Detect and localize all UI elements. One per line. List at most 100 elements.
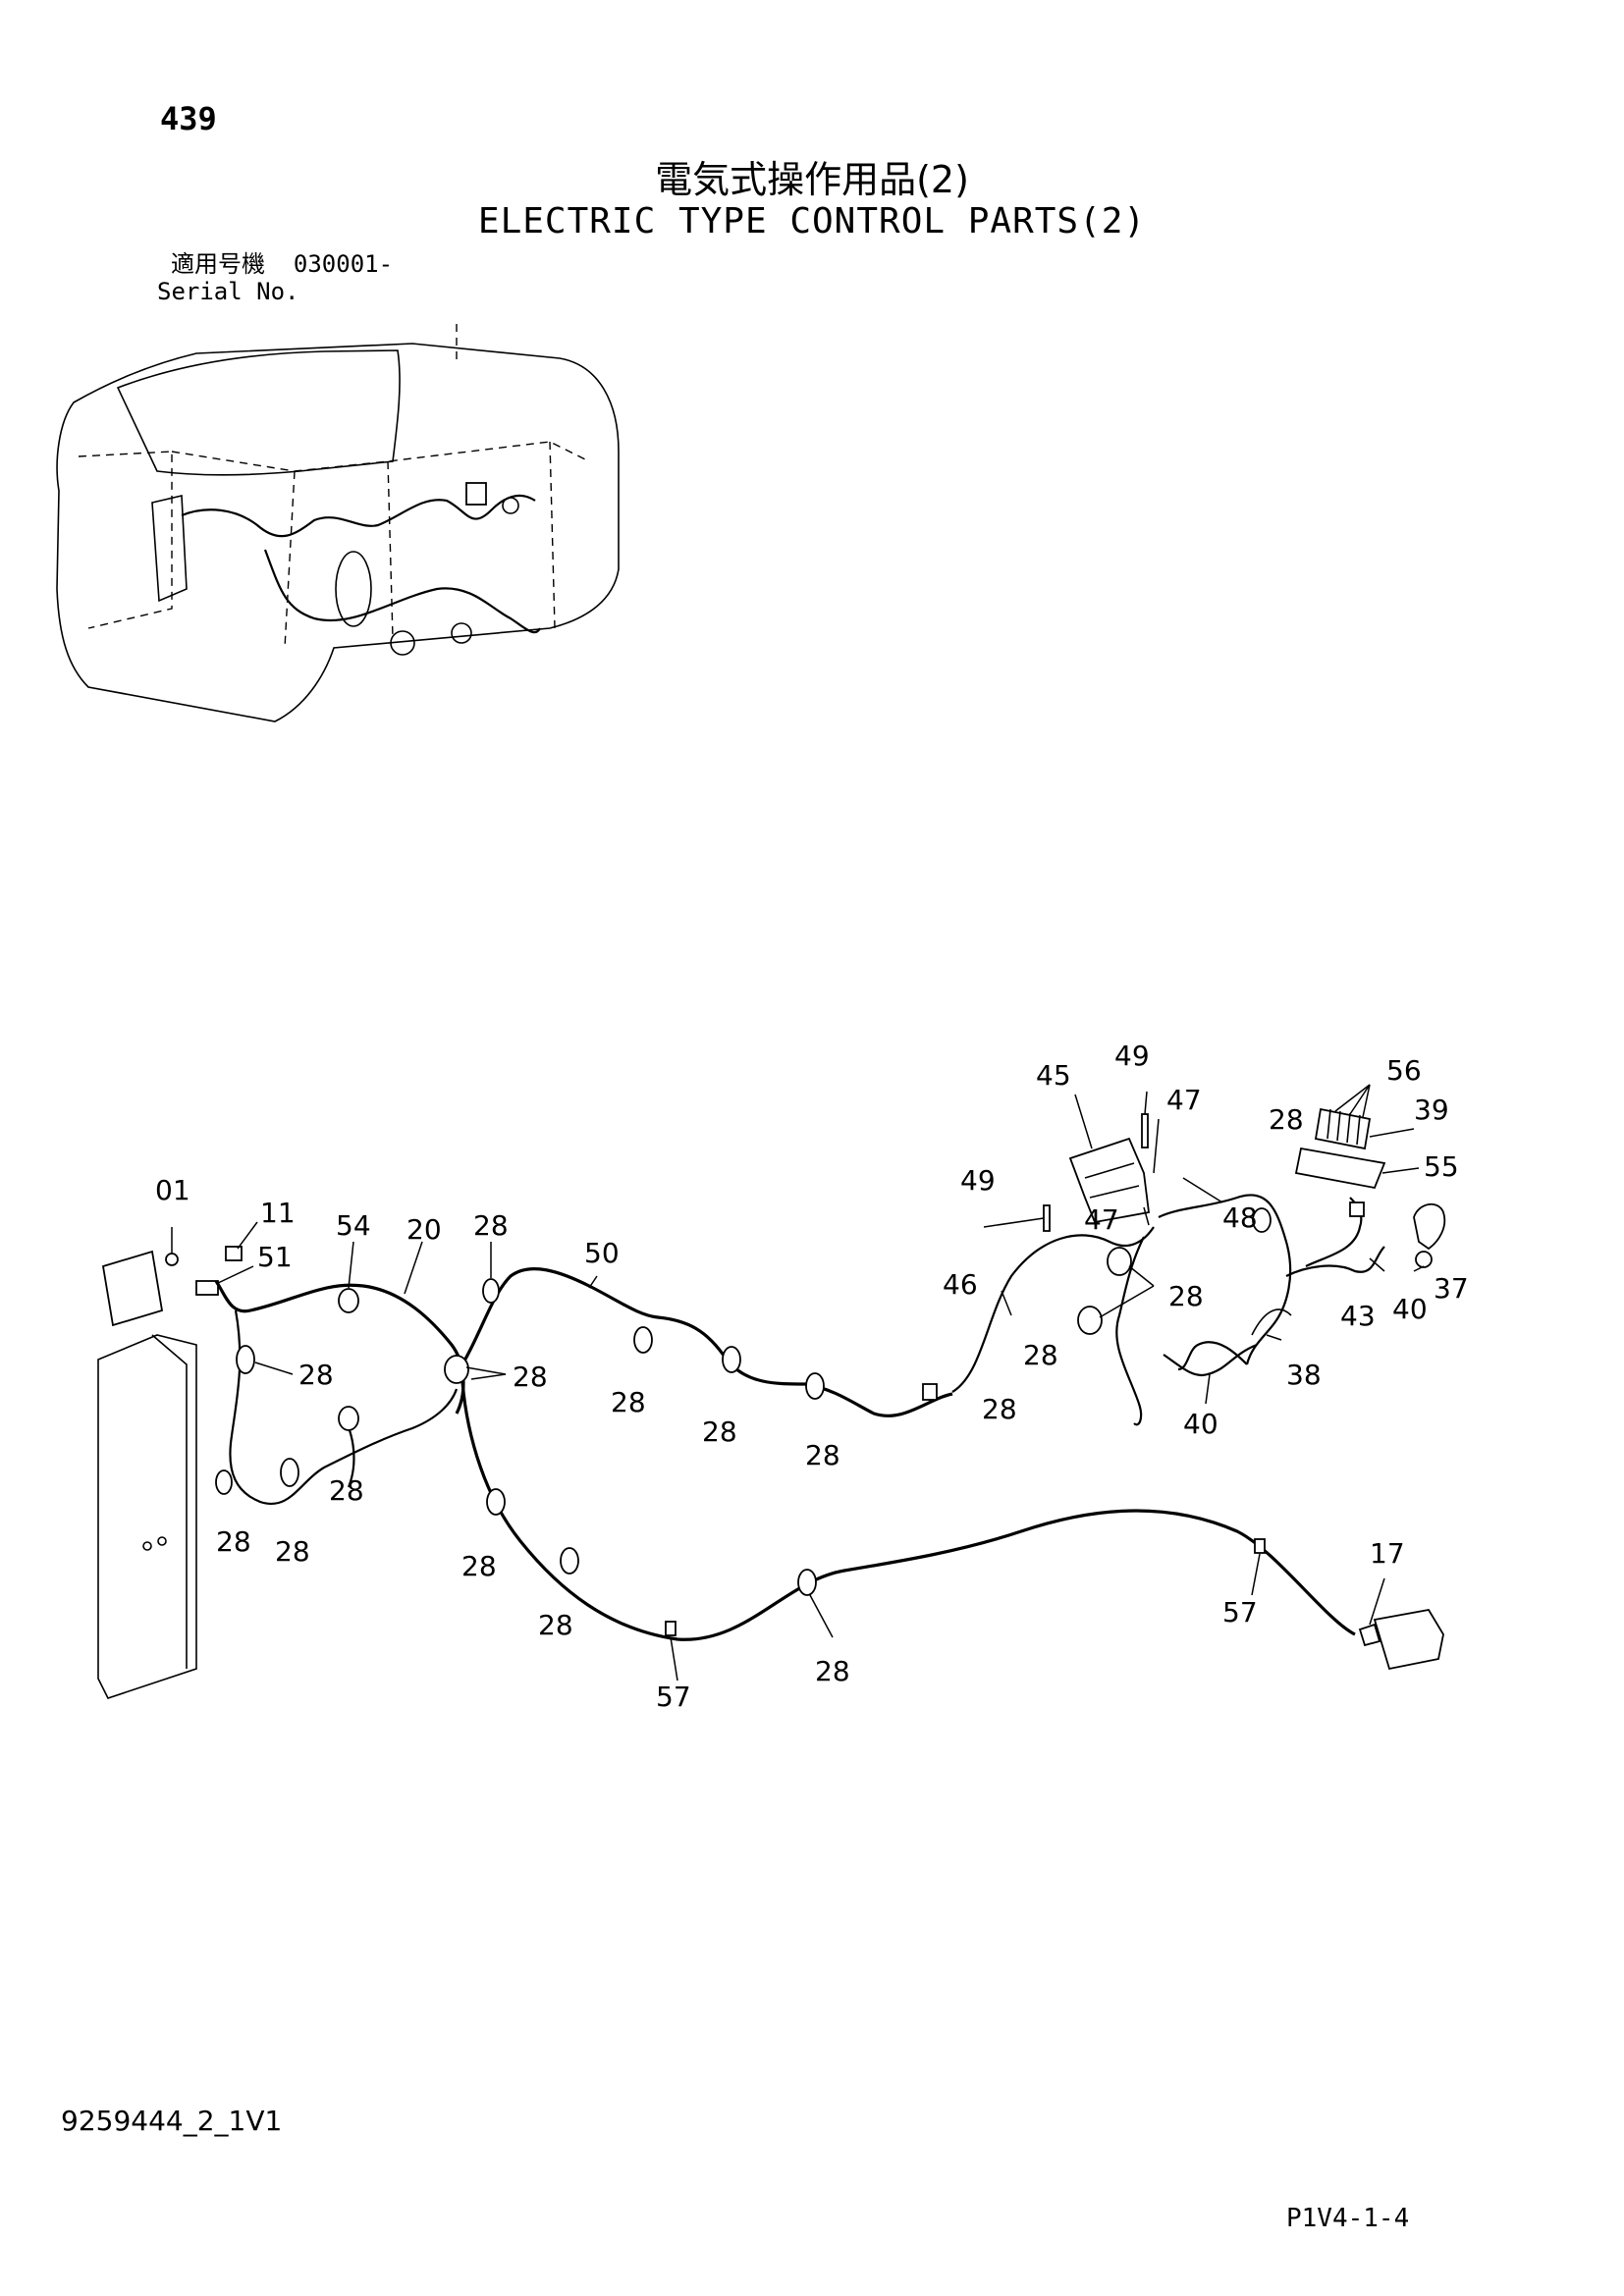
harness-46 <box>951 1226 1155 1393</box>
clamp-28 <box>215 1469 233 1495</box>
callout-40: 40 <box>1392 1293 1428 1325</box>
callout-28: 28 <box>461 1550 497 1582</box>
leader-57 <box>1251 1553 1261 1596</box>
connector-55 <box>1294 1147 1386 1190</box>
callout-39: 39 <box>1414 1094 1449 1126</box>
clamp-28 <box>1252 1207 1272 1233</box>
overview-seat <box>335 551 372 627</box>
callout-28: 28 <box>275 1535 310 1568</box>
serial-value: 030001- <box>293 250 394 278</box>
callout-28: 28 <box>216 1525 251 1558</box>
leader-11 <box>237 1221 258 1250</box>
callout-28: 28 <box>815 1655 850 1687</box>
serial-label-en: Serial No. <box>157 278 299 305</box>
leader-20 <box>404 1241 423 1295</box>
clamp-28 <box>444 1355 469 1384</box>
tie-57 <box>665 1621 677 1636</box>
callout-40: 40 <box>1183 1408 1218 1440</box>
harness-right-drop <box>1115 1236 1145 1426</box>
cab-outline <box>56 343 620 722</box>
leader-57 <box>670 1636 678 1682</box>
overview-harness-top <box>181 494 536 538</box>
harness-38 <box>1177 1341 1248 1371</box>
callout-28: 28 <box>1269 1103 1304 1136</box>
harness-50-connector <box>922 1383 938 1401</box>
leader-54 <box>348 1241 354 1289</box>
leader-49 <box>1144 1091 1148 1115</box>
callout-28: 28 <box>611 1386 646 1418</box>
callout-45: 45 <box>1036 1059 1071 1092</box>
callout-28: 28 <box>298 1359 334 1391</box>
machine-overview <box>56 324 620 722</box>
clamp-28 <box>280 1458 299 1487</box>
side-panel <box>151 495 188 603</box>
callout-28: 28 <box>805 1439 840 1471</box>
bracket-45 <box>1068 1137 1150 1224</box>
joystick-37-base <box>1415 1251 1433 1268</box>
leader-17 <box>1369 1577 1385 1626</box>
terminals-56 <box>1326 1108 1361 1146</box>
leader-56 <box>1362 1084 1371 1118</box>
clamp-28 <box>236 1345 255 1374</box>
harness-left-loop <box>229 1309 459 1505</box>
leader-40 <box>1413 1265 1425 1272</box>
part-11 <box>225 1246 243 1261</box>
leader-28 <box>1099 1285 1155 1318</box>
overview-knob-c <box>502 497 519 514</box>
harness-40 <box>1163 1343 1258 1377</box>
page-title-japanese: 電気式操作用品(2) <box>655 158 969 201</box>
serial-row-jp: 適用号機 030001- <box>157 250 393 278</box>
callout-48: 48 <box>1222 1201 1258 1234</box>
callout-55: 55 <box>1424 1150 1459 1183</box>
leader-28 <box>1128 1265 1155 1287</box>
callout-28: 28 <box>1023 1339 1058 1371</box>
harness-50 <box>455 1267 953 1417</box>
part-01 <box>165 1253 179 1266</box>
cab-roof <box>116 349 401 476</box>
leader-51 <box>215 1265 254 1285</box>
clamp-28 <box>633 1326 653 1354</box>
leader-39 <box>1369 1128 1415 1138</box>
callout-28: 28 <box>513 1361 548 1393</box>
serial-info: 適用号機 030001- Serial No. <box>157 250 393 305</box>
callout-38: 38 <box>1286 1359 1322 1391</box>
overview-knob-b <box>451 622 472 644</box>
callout-11: 11 <box>260 1197 296 1229</box>
part-51-connector <box>195 1280 219 1296</box>
clamp-28 <box>1077 1306 1103 1335</box>
leader-55 <box>1381 1167 1420 1174</box>
callout-20: 20 <box>406 1213 442 1246</box>
leader-47 <box>1143 1206 1150 1226</box>
leader-45 <box>1074 1094 1093 1149</box>
callout-47: 47 <box>1166 1084 1202 1116</box>
serial-label-jp: 適用号機 <box>171 250 265 278</box>
cab-dash-vert <box>284 441 556 649</box>
connector-39 <box>1314 1107 1372 1150</box>
page-reference: P1V4-1-4 <box>1286 2204 1410 2233</box>
clamp-28 <box>486 1488 506 1516</box>
clamp-28 <box>805 1372 825 1400</box>
left-panel-hole-b <box>157 1536 167 1546</box>
page-title-english: ELECTRIC TYPE CONTROL PARTS(2) <box>477 201 1147 241</box>
leader-56 <box>1334 1084 1371 1112</box>
leader-28 <box>254 1362 294 1375</box>
switch-box <box>101 1250 164 1327</box>
leader-43 <box>1369 1257 1385 1272</box>
callout-28: 28 <box>1168 1280 1204 1312</box>
bracket-45-slots <box>1084 1162 1140 1199</box>
callout-49: 49 <box>1114 1040 1150 1072</box>
callout-28: 28 <box>702 1415 737 1448</box>
leader-40 <box>1205 1373 1211 1405</box>
callout-50: 50 <box>584 1237 620 1269</box>
harness-right-upper <box>1158 1194 1292 1365</box>
callout-37: 37 <box>1434 1272 1469 1305</box>
overview-harness-bottom <box>263 549 541 634</box>
harness-57-long <box>460 1363 1356 1641</box>
callout-28: 28 <box>538 1609 573 1641</box>
clamp-28 <box>338 1406 359 1431</box>
connector-55-plug <box>1349 1201 1365 1217</box>
clamp-28 <box>797 1569 817 1596</box>
clamp-28 <box>560 1547 579 1575</box>
harness-diagram: 01 11 51 54 20 28 50 28 28 28 28 28 28 2… <box>97 1040 1469 1713</box>
